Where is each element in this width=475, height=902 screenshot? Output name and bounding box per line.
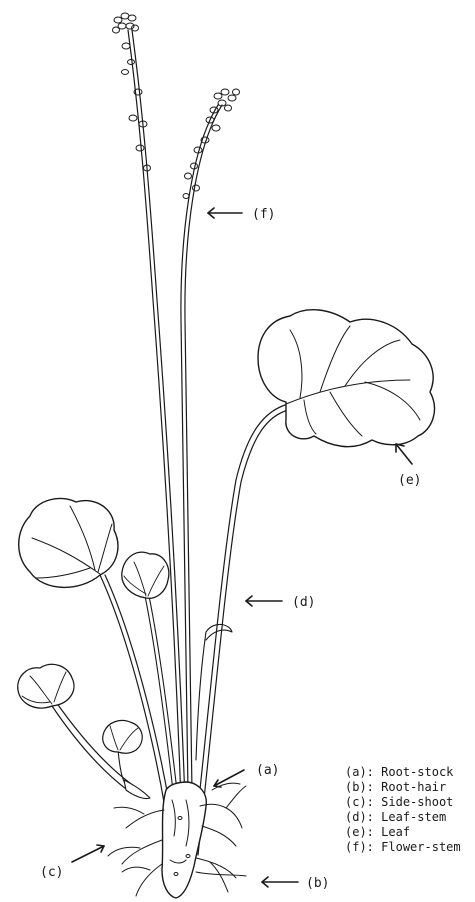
- callout-d: (d): [292, 595, 315, 610]
- legend: (a): Root-stock (b): Root-hair (c): Side…: [345, 765, 461, 854]
- leaf-left: [19, 498, 118, 587]
- callout-c: (c): [40, 865, 63, 880]
- arrow-e: [396, 444, 412, 464]
- arrow-d: [246, 596, 282, 606]
- leaf-large: [258, 310, 434, 447]
- arrow-b: [262, 877, 298, 887]
- legend-item-a: (a): Root-stock: [345, 765, 454, 779]
- legend-item-f: (f): Flower-stem: [345, 840, 461, 854]
- arrow-c: [72, 845, 104, 862]
- legend-item-d: (d): Leaf-stem: [345, 810, 446, 824]
- leaf-small: [122, 552, 169, 598]
- callout-b: (b): [306, 876, 329, 891]
- legend-item-b: (b): Root-hair: [345, 780, 446, 794]
- legend-item-e: (e): Leaf: [345, 825, 410, 839]
- arrow-f: [208, 208, 242, 218]
- callout-f: (f): [252, 207, 275, 222]
- side-shoot: [18, 664, 150, 798]
- root-stock: [162, 782, 206, 898]
- callout-e: (e): [398, 473, 421, 488]
- curled-bud: [196, 624, 232, 760]
- legend-item-c: (c): Side-shoot: [345, 795, 453, 809]
- callout-a: (a): [256, 763, 279, 778]
- arrow-a: [214, 770, 244, 787]
